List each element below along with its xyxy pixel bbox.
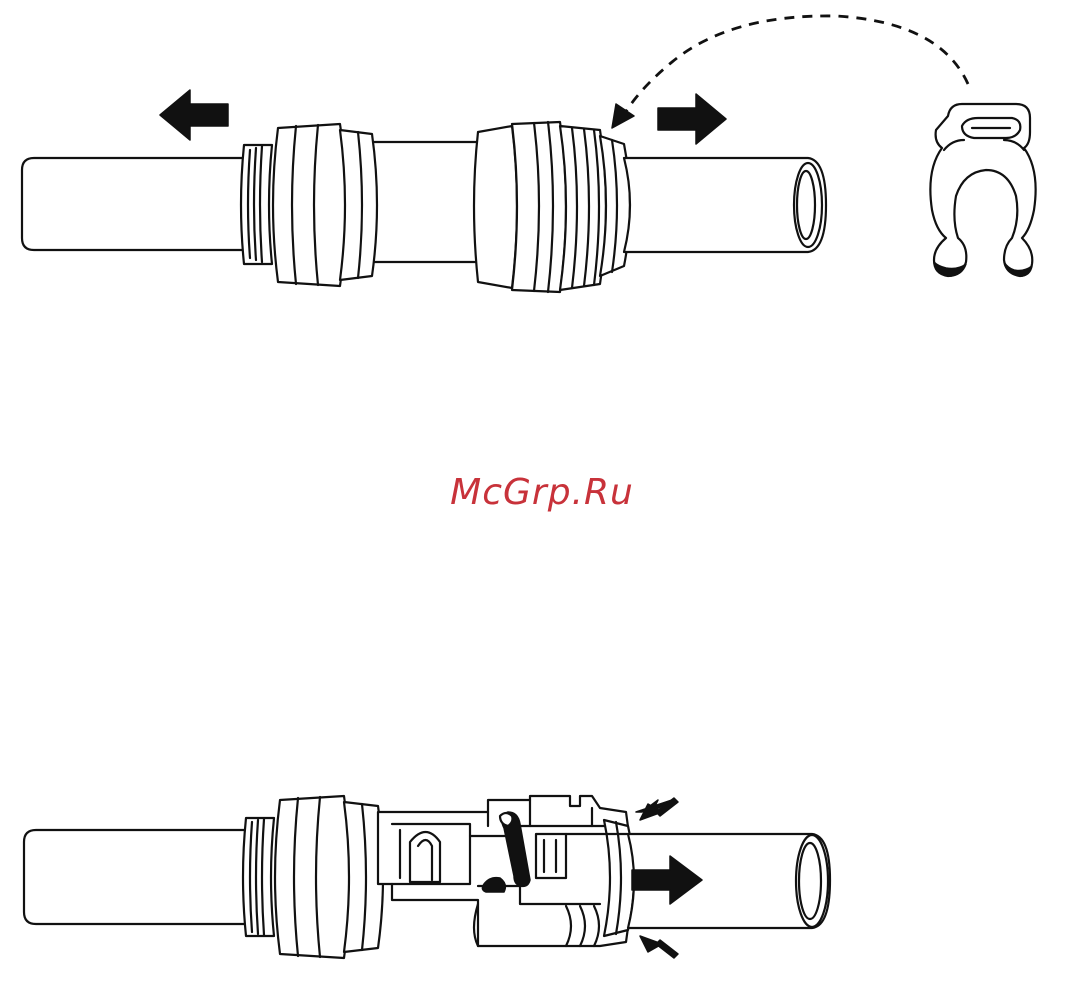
watermark-text: McGrp.Ru: [0, 472, 1084, 513]
top-right-fitting: [474, 122, 606, 292]
arrow-squeeze-top-icon: [636, 798, 678, 820]
bottom-left-collet: [243, 818, 274, 936]
top-center-body: [370, 142, 480, 262]
bottom-cutaway-housing: [378, 796, 631, 946]
bottom-panel: [24, 796, 830, 958]
arrow-right-icon: [658, 94, 726, 144]
top-right-tube: [624, 158, 826, 252]
release-clip-icon: [930, 104, 1035, 276]
top-left-tube: [22, 158, 248, 250]
bottom-left-tube: [24, 830, 250, 924]
arrow-left-icon: [160, 90, 228, 140]
top-left-fitting: [273, 124, 377, 286]
top-panel: [22, 16, 1036, 292]
top-left-collet: [241, 145, 272, 264]
bottom-left-fitting: [275, 796, 383, 958]
arrow-squeeze-bottom-icon: [640, 936, 678, 958]
